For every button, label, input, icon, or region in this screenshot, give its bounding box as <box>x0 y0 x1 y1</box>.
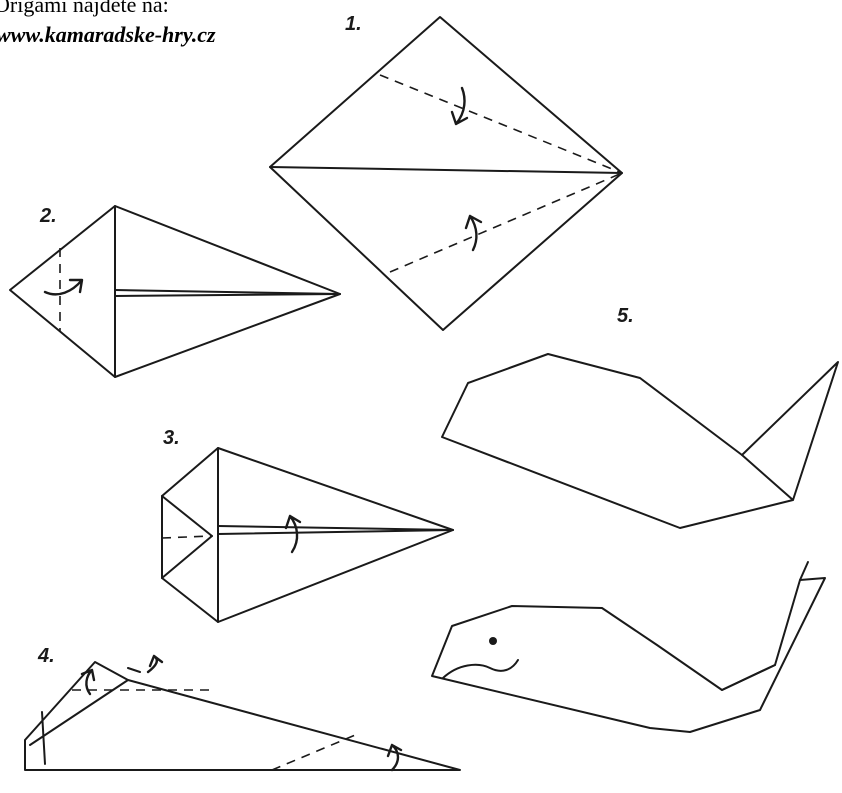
step-1-arrow-down-icon <box>450 86 469 126</box>
step-4-diagram: 4. <box>24 645 461 772</box>
step-2-center-line-b <box>114 293 341 297</box>
final-whale-fin-tip <box>799 561 809 581</box>
final-whale-body <box>431 577 826 733</box>
step-3-arrow-icon <box>284 514 302 554</box>
final-whale-tail-edge <box>721 664 776 691</box>
step-3-fold-line <box>161 535 213 539</box>
step-4-outline <box>24 661 461 771</box>
step-4-arrow-tail-icon <box>386 743 403 772</box>
step-3-flap-top <box>161 495 213 537</box>
step-4-arrow-top-icon <box>146 654 164 674</box>
final-whale-eye-icon <box>489 637 497 645</box>
step-4-top-fold <box>127 667 141 673</box>
final-whale-diagram <box>431 561 826 733</box>
step-4-inner-edge <box>29 679 129 746</box>
step-1-fold-line-bottom <box>389 172 623 273</box>
step-4-arrow-head-icon <box>80 668 96 696</box>
step-3-flap-bottom <box>161 535 213 579</box>
step-1-fold-line-top <box>379 74 623 174</box>
step-2-diagram: 2. <box>9 205 341 378</box>
step-5-diagram: 5. <box>441 305 839 529</box>
step-4-number: 4. <box>37 645 55 667</box>
step-3-center-line-b <box>217 529 454 535</box>
step-1-square <box>269 16 623 331</box>
step-1-diagonal <box>269 166 623 174</box>
step-5-number: 5. <box>617 305 634 327</box>
step-1-number: 1. <box>345 13 362 35</box>
step-5-tail-fold <box>741 454 794 501</box>
step-2-arrow-icon <box>43 278 84 296</box>
step-2-number: 2. <box>39 205 57 227</box>
step-4-fold-line-tail <box>271 732 361 771</box>
step-5-whale-body <box>441 353 839 529</box>
step-3-center-line <box>217 525 454 531</box>
source-caption: Origami najdete na: <box>0 0 169 17</box>
step-4-head-flap <box>41 711 46 765</box>
final-whale-mouth <box>442 659 519 679</box>
step-3-diagram: 3. <box>161 427 454 623</box>
source-link[interactable]: www.kamaradske-hry.cz <box>0 22 216 47</box>
step-1-arrow-up-icon <box>464 214 483 252</box>
step-3-number: 3. <box>163 427 180 449</box>
step-1-diagram: 1. <box>269 13 623 331</box>
step-3-outline <box>161 447 454 623</box>
